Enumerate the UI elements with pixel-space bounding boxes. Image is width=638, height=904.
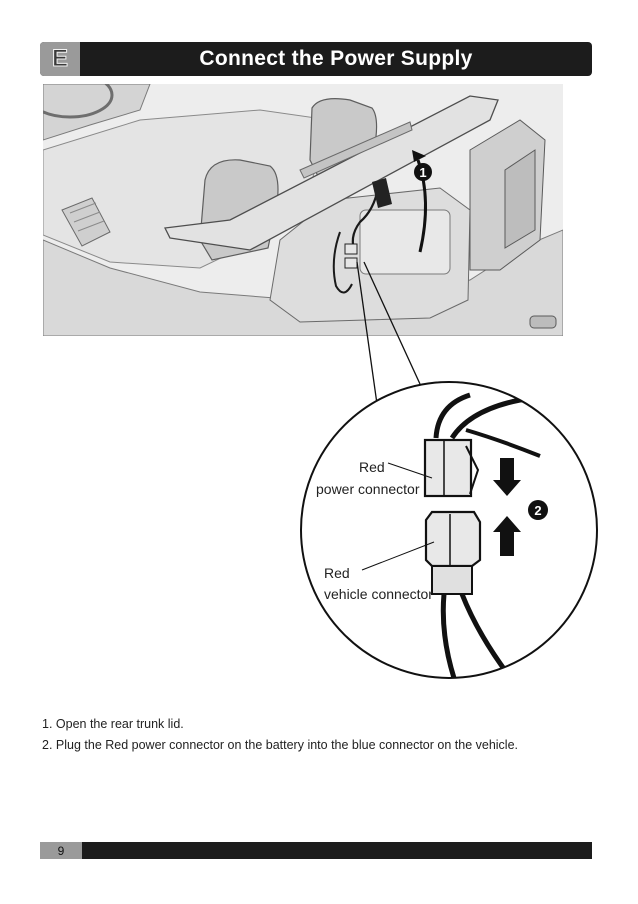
instruction-list: 1. Open the rear trunk lid. 2. Plug the … (42, 714, 602, 756)
power-connector-label-line1: Red (359, 459, 385, 475)
instruction-step-1: 1. Open the rear trunk lid. (42, 717, 184, 731)
vehicle-connector-label-line2: vehicle connector (324, 586, 433, 602)
connector-detail-circle (300, 381, 598, 679)
lift-arrow-icon (412, 150, 426, 162)
step-marker-1-label: 1 (419, 165, 426, 180)
page-title: Connect the Power Supply (199, 47, 473, 70)
section-letter: E (51, 45, 68, 72)
step-marker-2-label: 2 (534, 503, 541, 518)
push-up-arrow-icon (493, 516, 521, 556)
assembly-illustration: 1 2 (43, 84, 598, 679)
section-badge: E (40, 42, 80, 76)
footer-bar (40, 842, 592, 859)
vehicle-connector-label-line1: Red (324, 565, 350, 581)
vehicle-connector (424, 510, 482, 568)
push-down-arrow-icon (493, 458, 521, 496)
car-rear-illustration (43, 84, 563, 336)
power-connector (423, 438, 473, 498)
power-connector-label-line2: power connector (316, 481, 420, 497)
section-header-bar (40, 42, 592, 76)
page-number-text: 9 (57, 843, 65, 858)
page-number: 9 (40, 842, 82, 859)
instruction-step-2: 2. Plug the Red power connector on the b… (42, 738, 519, 752)
step-marker-2 (528, 500, 548, 520)
step-marker-1 (414, 163, 432, 181)
